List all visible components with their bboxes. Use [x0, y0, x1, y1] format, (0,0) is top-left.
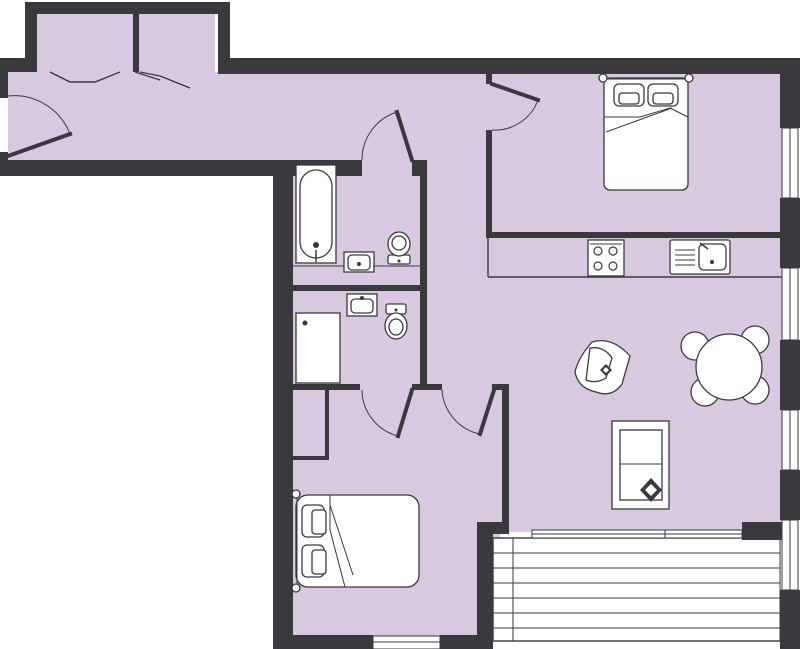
- kitchen-counter: [487, 238, 782, 278]
- entrance-cupboards-floor: [35, 12, 215, 72]
- armchair-icon: [574, 339, 631, 395]
- door-icon: [5, 95, 73, 159]
- door-icon: [361, 387, 415, 439]
- door-icon: [49, 71, 191, 89]
- double-bed-icon: [598, 73, 694, 191]
- hall-strip-floor: [420, 160, 495, 240]
- windows: [372, 127, 799, 649]
- shower-tray-icon: [295, 312, 341, 384]
- sink-icon: [669, 239, 731, 275]
- sofa-icon: [611, 420, 670, 510]
- dining-table-icon: [680, 325, 770, 407]
- bathtub-icon: [295, 164, 337, 264]
- basin-icon: [343, 251, 375, 273]
- toilet-icon: [387, 231, 411, 265]
- balcony: [492, 537, 789, 642]
- double-bed-icon: [291, 489, 420, 593]
- door-icon: [361, 109, 415, 163]
- hob-icon: [587, 239, 625, 277]
- toilet-icon: [384, 303, 408, 340]
- doors: [5, 71, 541, 439]
- entrance-hall-floor: [8, 72, 488, 160]
- basin-icon: [346, 293, 378, 317]
- door-icon: [489, 81, 541, 131]
- door-icon: [441, 387, 497, 437]
